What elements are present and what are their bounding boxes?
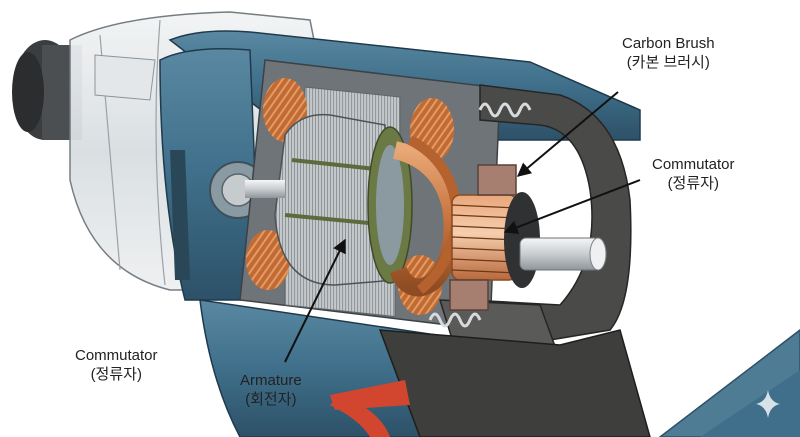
armature-arrow bbox=[284, 238, 346, 363]
armature bbox=[245, 113, 462, 297]
trigger bbox=[330, 395, 390, 437]
leader-lines bbox=[284, 91, 641, 363]
sparkle-icon bbox=[756, 390, 780, 418]
brush-spring-top bbox=[478, 102, 532, 118]
carbon-brush-top bbox=[477, 164, 517, 196]
label-commutator-right: Commutator (정류자) bbox=[652, 156, 735, 192]
commutator-arrow bbox=[503, 179, 641, 235]
label-carbon-brush: Carbon Brush (카본 브러시) bbox=[622, 35, 715, 71]
label-commutator-left: Commutator (정류자) bbox=[75, 347, 158, 383]
battery-base bbox=[658, 329, 800, 437]
label-armature: Armature (회전자) bbox=[240, 372, 302, 408]
brush-spring-bottom bbox=[428, 312, 482, 328]
motor-shaft bbox=[519, 237, 601, 271]
carbon-brush-arrow bbox=[516, 91, 619, 177]
carbon-brush-bottom bbox=[449, 279, 489, 311]
handle bbox=[330, 329, 651, 437]
